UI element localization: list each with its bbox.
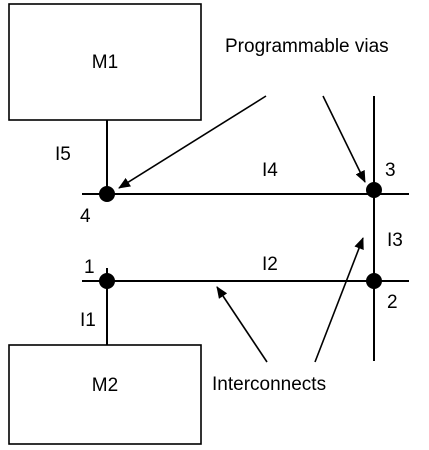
programmable-vias-label: Programmable vias [225, 36, 389, 57]
via-number-3: 3 [385, 160, 396, 181]
via-4 [99, 186, 115, 202]
interconnects-label: Interconnects [212, 374, 326, 395]
via-1 [99, 273, 115, 289]
via-3 [366, 182, 382, 198]
module-m1-label: M1 [92, 52, 118, 73]
arrow-to-via-4 [118, 95, 267, 189]
via-number-4: 4 [80, 206, 91, 227]
module-m1-box [8, 3, 202, 121]
interconnect-i2-label: I2 [262, 254, 278, 275]
arrow-to-via-3 [322, 95, 366, 183]
interconnect-i5-label: I5 [55, 144, 71, 165]
via-number-1: 1 [84, 257, 95, 278]
interconnect-i1-label: I1 [80, 310, 96, 331]
arrow-to-wire-i2 [216, 286, 268, 363]
interconnect-i4-label: I4 [262, 160, 278, 181]
interconnect-i3-label: I3 [387, 230, 403, 251]
module-m2-label: M2 [92, 375, 118, 396]
arrow-to-wire-i3 [314, 237, 364, 363]
module-m2-box [8, 344, 202, 445]
via-number-2: 2 [387, 292, 398, 313]
via-2 [366, 273, 382, 289]
